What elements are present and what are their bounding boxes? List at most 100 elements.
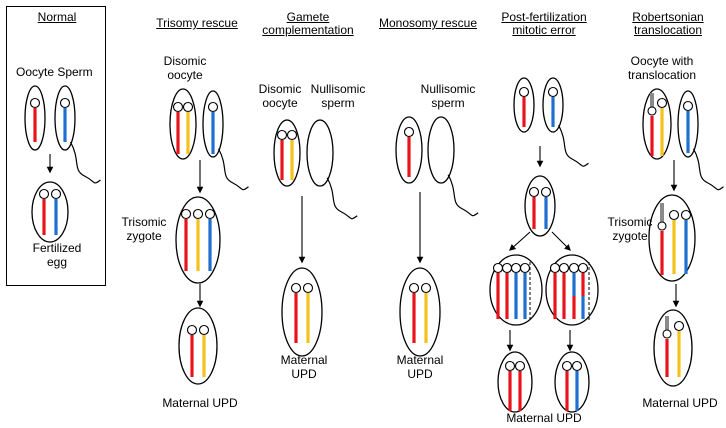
centromere-89: [558, 262, 570, 274]
label-disomic-oocyte-1: Disomic: [163, 54, 207, 68]
centromere-77: [492, 262, 504, 274]
label-gc-result-2: UPD: [291, 367, 317, 381]
centromere-118: [682, 100, 694, 112]
cell-36: [273, 119, 301, 187]
title-monosomy-rescue: Monosomy rescue: [378, 16, 478, 30]
centromere-83: [519, 262, 531, 274]
cell-104: [554, 351, 590, 413]
centromere-51: [403, 126, 415, 138]
centromere-106: [561, 360, 573, 372]
centromere-132: [662, 329, 672, 339]
label-mr-result-1: Maternal: [396, 353, 444, 367]
label-gc-sperm-1: Nullisomic: [310, 82, 366, 96]
centromere-108: [571, 360, 583, 372]
sperm-tail-4: [69, 141, 101, 184]
label-normal-oocyte: Oocyte: [15, 65, 54, 79]
label-rob-zygote-2: zygote: [612, 229, 648, 243]
centromere-15: [172, 101, 184, 113]
sperm-cell-52: [427, 116, 455, 184]
title-normal: Normal: [37, 10, 77, 24]
label-trisomic-zygote-2: zygote: [126, 229, 162, 243]
centromere-2: [29, 97, 41, 109]
centromere-134: [673, 320, 685, 332]
centromere-92: [568, 262, 580, 274]
centromere-33: [186, 324, 198, 336]
label-mr-sperm-2: sperm: [431, 96, 465, 110]
arrow-73: [509, 231, 531, 251]
centromere-112: [647, 106, 657, 116]
cell-8: [31, 181, 69, 243]
centromere-38: [276, 129, 288, 141]
centromere-125: [668, 209, 680, 221]
sperm-cell-41: [306, 119, 334, 187]
sperm-tail-19: [217, 148, 249, 191]
title-robertsonian-2: translocation: [633, 23, 703, 37]
label-disomic-oocyte-2: oocyte: [167, 68, 203, 82]
cells-layer: [24, 77, 724, 413]
title-gamete-complementation-1: Gamete: [286, 10, 330, 24]
centromere-25: [180, 208, 192, 220]
centromere-10: [38, 188, 50, 200]
centromere-66: [547, 86, 559, 98]
cell-44: [281, 267, 323, 357]
centromere-17: [182, 101, 194, 113]
centromere-114: [656, 97, 668, 109]
centromere-59: [420, 282, 432, 294]
sperm-tail-116: [692, 148, 724, 191]
cell-109: [642, 88, 672, 160]
centromere-62: [518, 86, 530, 98]
label-trisomic-zygote-1: Trisomic: [121, 215, 167, 229]
label-trisomy-result: Maternal UPD: [162, 396, 238, 410]
centromere-123: [657, 221, 667, 231]
centromere-29: [204, 208, 216, 220]
label-gc-oocyte-1: Disomic: [258, 82, 302, 96]
centromere-12: [50, 188, 62, 200]
cell-129: [653, 309, 693, 387]
label-normal-result-1: Fertilized: [32, 241, 82, 255]
title-post-fertilization-2: mitotic error: [512, 23, 576, 37]
centromere-21: [207, 101, 219, 113]
centromere-70: [528, 186, 540, 198]
label-gc-oocyte-2: oocyte: [262, 96, 298, 110]
title-trisomy-rescue: Trisomy rescue: [156, 16, 238, 30]
centromere-103: [514, 360, 526, 372]
title-gamete-complementation-2: complementation: [262, 23, 354, 37]
label-mr-sperm-1: Nullisomic: [420, 82, 476, 96]
centromere-101: [504, 360, 516, 372]
centromere-27: [192, 208, 204, 220]
title-post-fertilization-1: Post-fertilization: [501, 10, 587, 24]
centromere-87: [549, 262, 561, 274]
cell-31: [178, 307, 218, 385]
label-rob-result: Maternal UPD: [642, 396, 718, 410]
label-pf-result: Maternal UPD: [506, 411, 582, 425]
centromere-72: [540, 186, 552, 198]
centromere-81: [510, 262, 522, 274]
centromere-46: [290, 282, 302, 294]
sperm-tail-53: [447, 174, 479, 217]
label-rob-oocyte-1: Oocyte with: [630, 54, 694, 68]
sperm-tail-64: [557, 124, 589, 167]
label-rob-oocyte-2: translocation: [627, 68, 697, 82]
sperm-tail-42: [326, 177, 358, 220]
label-mr-result-2: UPD: [407, 367, 433, 381]
centromere-127: [680, 209, 692, 221]
label-normal-sperm: Sperm: [57, 65, 93, 79]
centromere-57: [408, 282, 420, 294]
title-robertsonian-1: Robertsonian: [632, 10, 704, 24]
cell-68: [524, 175, 556, 237]
label-gc-sperm-2: sperm: [321, 96, 355, 110]
centromere-35: [198, 324, 210, 336]
cell-55: [399, 267, 441, 357]
normal-panel-border: [6, 6, 106, 286]
label-rob-zygote-1: Trisomic: [607, 215, 653, 229]
centromere-95: [577, 262, 589, 274]
chromosomes-layer: [29, 86, 694, 411]
arrow-74: [551, 231, 571, 251]
arrows-layer: [46, 146, 680, 352]
label-gc-result-1: Maternal: [280, 353, 328, 367]
centromere-40: [286, 129, 298, 141]
label-normal-result-2: egg: [46, 255, 68, 269]
centromere-79: [501, 262, 513, 274]
cell-99: [497, 351, 533, 413]
